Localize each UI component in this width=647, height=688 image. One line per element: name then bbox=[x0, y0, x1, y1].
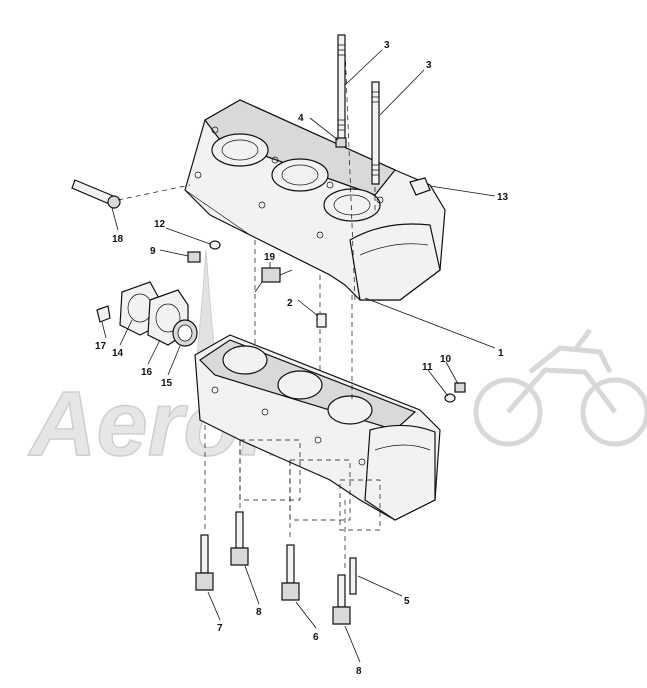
bolt-7 bbox=[195, 534, 214, 591]
callout-9: 9 bbox=[150, 246, 156, 257]
callout-15: 15 bbox=[161, 378, 173, 389]
stud-long-right bbox=[371, 81, 380, 185]
leader-lines bbox=[101, 49, 496, 663]
callout-3-right: 3 bbox=[426, 60, 432, 71]
bolt-8-left bbox=[230, 511, 249, 566]
callout-8-right: 8 bbox=[356, 666, 362, 677]
bolt-8-right bbox=[332, 574, 351, 625]
fitting-13 bbox=[409, 177, 431, 196]
nut bbox=[335, 137, 347, 148]
dowel-2 bbox=[316, 313, 327, 328]
sensor-19 bbox=[254, 267, 293, 293]
callout-18: 18 bbox=[112, 234, 124, 245]
callout-5: 5 bbox=[404, 596, 410, 607]
callout-10: 10 bbox=[440, 354, 452, 365]
callout-11: 11 bbox=[422, 362, 433, 373]
plug-9 bbox=[187, 251, 201, 263]
seal-15 bbox=[172, 319, 198, 347]
callout-12: 12 bbox=[154, 219, 166, 230]
callout-3-left: 3 bbox=[384, 40, 390, 51]
callout-7: 7 bbox=[217, 623, 223, 634]
shaft-18 bbox=[71, 179, 191, 209]
callout-17: 17 bbox=[95, 341, 107, 352]
washer-12 bbox=[209, 240, 221, 250]
callout-4: 4 bbox=[298, 113, 304, 124]
callout-19: 19 bbox=[264, 252, 276, 263]
callout-16: 16 bbox=[141, 367, 153, 378]
nut-10 bbox=[454, 382, 466, 393]
callout-14: 14 bbox=[112, 348, 124, 359]
stud-long-left bbox=[337, 34, 346, 141]
callout-1: 1 bbox=[498, 348, 504, 359]
callout-8-left: 8 bbox=[256, 607, 262, 618]
callout-labels: 3 3 4 13 12 9 18 19 2 1 10 11 17 14 16 1… bbox=[95, 40, 509, 677]
callout-13: 13 bbox=[497, 192, 509, 203]
pin-17 bbox=[96, 305, 111, 323]
washer-11 bbox=[444, 393, 456, 403]
callout-2: 2 bbox=[287, 298, 293, 309]
callout-6: 6 bbox=[313, 632, 319, 643]
bolt-6 bbox=[281, 544, 300, 601]
upper-crankcase bbox=[184, 99, 446, 301]
motorcycle-logo-icon bbox=[473, 328, 647, 447]
bolt-5 bbox=[349, 557, 357, 595]
lower-crankcase bbox=[194, 334, 441, 531]
